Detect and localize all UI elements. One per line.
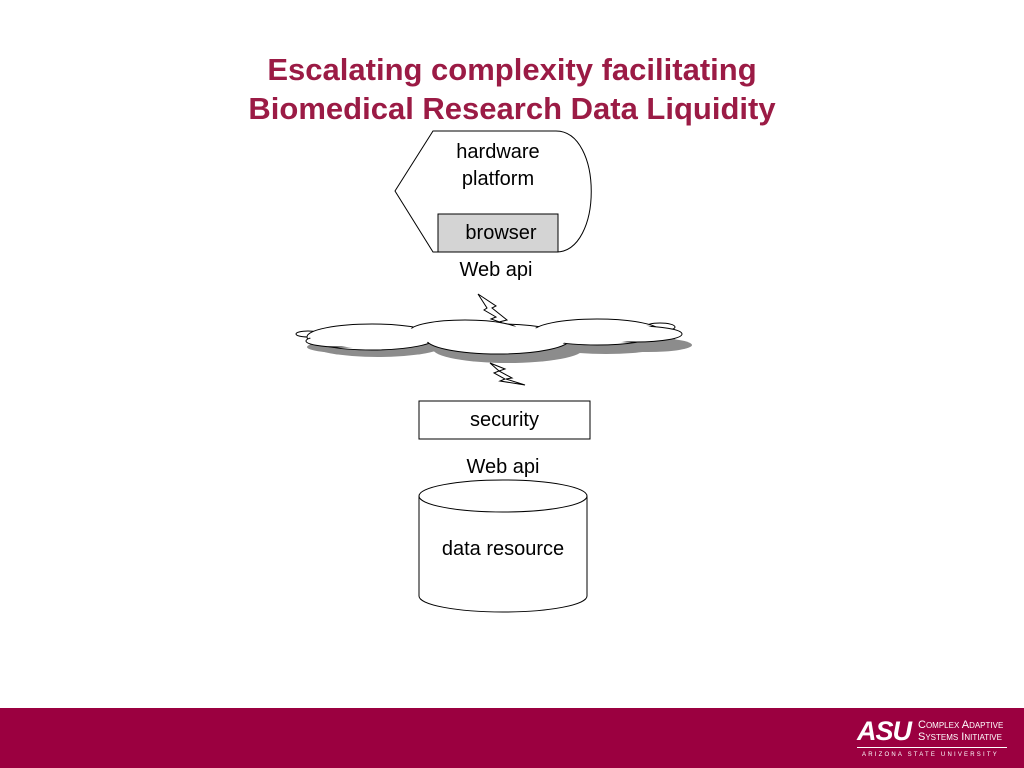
browser-box bbox=[437, 213, 559, 253]
logo-text: Complex Adaptive Systems Initiative bbox=[918, 719, 1003, 743]
lightning-connector-bottom bbox=[489, 362, 526, 386]
security-box bbox=[418, 400, 591, 440]
title-line-1: Escalating complexity facilitating bbox=[267, 52, 757, 87]
hardware-platform-label: hardware platform bbox=[438, 139, 558, 193]
footer-band bbox=[0, 708, 1024, 768]
data-resource-cylinder-top bbox=[418, 479, 588, 513]
slide-title: Escalating complexity facilitating Biome… bbox=[0, 50, 1024, 128]
data-resource-label: data resource bbox=[441, 538, 565, 560]
web-api-bottom-label: Web api bbox=[466, 456, 540, 478]
web-api-top-label: Web api bbox=[459, 259, 533, 281]
asu-logo: ASU bbox=[857, 716, 912, 746]
security-label: security bbox=[470, 409, 539, 431]
hardware-label-line-1: hardware bbox=[456, 141, 540, 163]
hardware-label-line-2: platform bbox=[461, 168, 535, 190]
data-resource-cylinder bbox=[418, 496, 588, 613]
logo-line-2: Systems Initiative bbox=[918, 731, 1002, 743]
title-line-2: Biomedical Research Data Liquidity bbox=[248, 91, 776, 126]
browser-label: browser bbox=[465, 222, 537, 244]
university-name: ARIZONA STATE UNIVERSITY bbox=[862, 752, 999, 758]
logo-line-1: Complex Adaptive bbox=[918, 719, 1004, 731]
logo-divider bbox=[857, 747, 1007, 748]
